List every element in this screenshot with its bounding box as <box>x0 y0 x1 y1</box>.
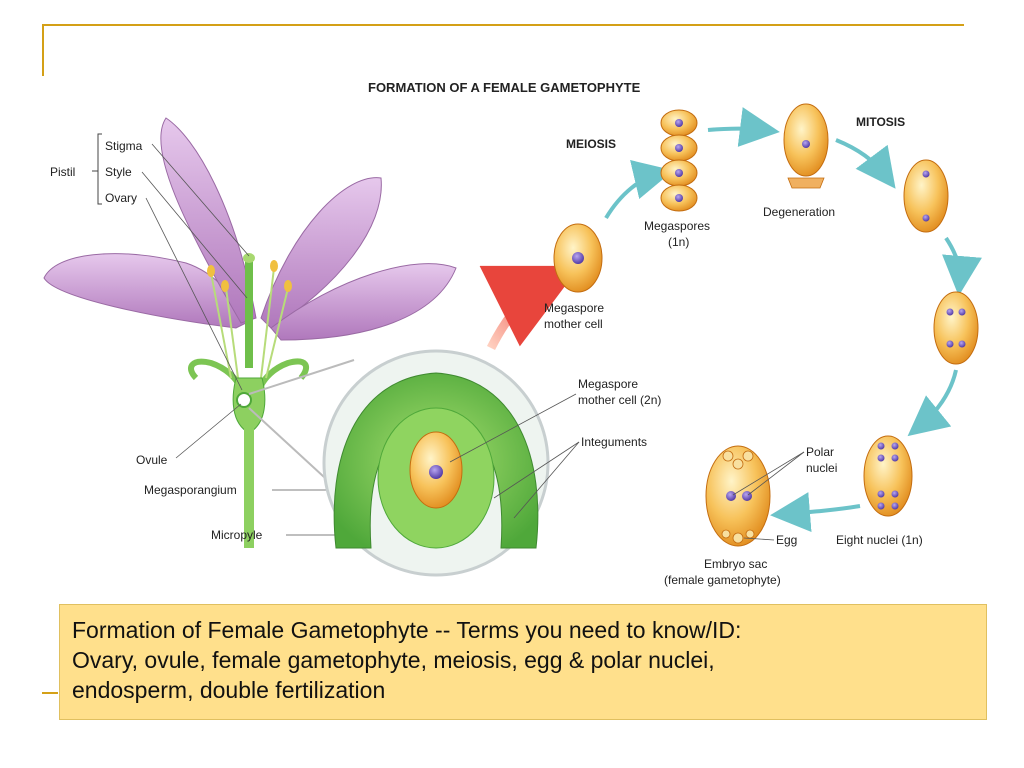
pistil-label: Pistil <box>50 165 75 179</box>
polar-nuclei-leader-1 <box>732 451 805 496</box>
upper-left-petal <box>160 117 257 324</box>
caption-line-1: Formation of Female Gametophyte -- Terms… <box>72 617 742 643</box>
zoom-line-top <box>248 359 355 395</box>
megaspores-label-line2: (1n) <box>668 235 689 249</box>
style-label: Style <box>105 165 132 179</box>
ovary-label: Ovary <box>105 191 137 205</box>
ovary-leader <box>145 197 243 391</box>
megaspores-label-line1: Megaspores <box>644 219 710 233</box>
ovule-cross-section <box>322 349 550 577</box>
stigma <box>243 253 255 263</box>
slide-frame-left-line <box>42 24 44 76</box>
left-sepal <box>188 358 244 390</box>
caption-line-2: Ovary, ovule, female gametophyte, meiosi… <box>72 647 715 673</box>
degeneration-label: Degeneration <box>763 205 835 219</box>
mother-cell-nucleus <box>429 465 443 479</box>
megaspore-mother-cell <box>553 223 603 293</box>
arrow-to-degeneration <box>707 107 780 147</box>
embryo-sac-cell <box>705 445 771 547</box>
degenerated-megaspores <box>787 177 825 189</box>
megaspores-column <box>660 109 698 212</box>
integuments-leader-2 <box>513 441 580 519</box>
two-nuclei-cell <box>903 159 949 233</box>
ovule-leader <box>175 403 242 459</box>
slide-frame-top-line <box>42 24 964 26</box>
eight-nuclei-label: Eight nuclei (1n) <box>836 533 923 547</box>
arrow-mitosis-2 <box>942 236 982 296</box>
gametophyte-figure: FORMATION OF A FEMALE GAMETOPHYTE Pistil… <box>36 78 1000 598</box>
egg-leader <box>743 537 775 541</box>
stigma-leader <box>151 143 250 257</box>
eight-nuclei-cell <box>863 435 913 517</box>
caption-line-3: endosperm, double fertilization <box>72 677 386 703</box>
zoom-line-bottom <box>248 407 337 489</box>
polar-nuclei-leader-2 <box>747 451 805 496</box>
integuments-label: Integuments <box>581 435 647 449</box>
anther-3 <box>270 260 278 272</box>
gametophyte-diagram: FORMATION OF A FEMALE GAMETOPHYTE Pistil… <box>43 80 982 587</box>
megaspore-mother-cell-label-line1: Megaspore <box>544 301 604 315</box>
mother-cell-leader <box>449 393 577 463</box>
arrow-meiosis <box>604 160 674 220</box>
four-nuclei-cell <box>933 291 979 365</box>
style <box>245 258 253 368</box>
polar-nucleus-2 <box>742 491 752 501</box>
degeneration-cell <box>783 103 829 189</box>
stamen-3 <box>260 267 275 379</box>
anther-1 <box>207 265 215 277</box>
pistil-bracket <box>97 133 102 205</box>
arrow-to-embryo-sac <box>770 492 861 533</box>
polar-nucleus-1 <box>726 491 736 501</box>
slide-frame-bottom-tick <box>42 692 58 694</box>
micropyle-label: Micropyle <box>211 528 263 542</box>
egg-cell <box>732 532 744 544</box>
stem <box>244 428 254 548</box>
megaspore-mother-cell-label-line2: mother cell <box>544 317 603 331</box>
polar-nuclei-label-line1: Polar <box>806 445 834 459</box>
right-petal <box>270 263 457 341</box>
anther-4 <box>284 280 292 292</box>
flower-labels: Pistil Stigma Style Ovary Ovule Megaspor… <box>50 133 441 542</box>
egg-label: Egg <box>776 533 797 547</box>
upper-right-petal <box>260 177 382 329</box>
embryo-sac-label-line2: (female gametophyte) <box>664 573 781 587</box>
megaspore-mother-cell-2n-label-line1: Megaspore <box>578 377 638 391</box>
arrow-mitosis-3 <box>907 369 958 437</box>
red-arrow <box>479 265 581 351</box>
nucleus <box>572 252 584 264</box>
integuments-leader-1 <box>493 441 580 499</box>
figure-title: FORMATION OF A FEMALE GAMETOPHYTE <box>368 80 641 95</box>
embryo-sac-label-line1: Embryo sac <box>704 557 767 571</box>
polar-nuclei-label-line2: nuclei <box>806 461 837 475</box>
anther-2 <box>221 280 229 292</box>
ovule-highlight <box>236 392 252 408</box>
mitosis-label: MITOSIS <box>856 115 905 129</box>
stigma-label: Stigma <box>105 139 143 153</box>
megasporangium-label: Megasporangium <box>144 483 237 497</box>
ovule-label: Ovule <box>136 453 168 467</box>
stamen-2 <box>225 287 239 379</box>
meiosis-label: MEIOSIS <box>566 137 616 151</box>
arrow-mitosis-1 <box>835 138 896 189</box>
stamen-4 <box>265 287 289 379</box>
style-leader <box>141 171 248 299</box>
megaspore-mother-cell-2n-label-line2: mother cell (2n) <box>578 393 661 407</box>
right-sepal <box>257 358 310 390</box>
caption-box: Formation of Female Gametophyte -- Terms… <box>59 604 987 720</box>
